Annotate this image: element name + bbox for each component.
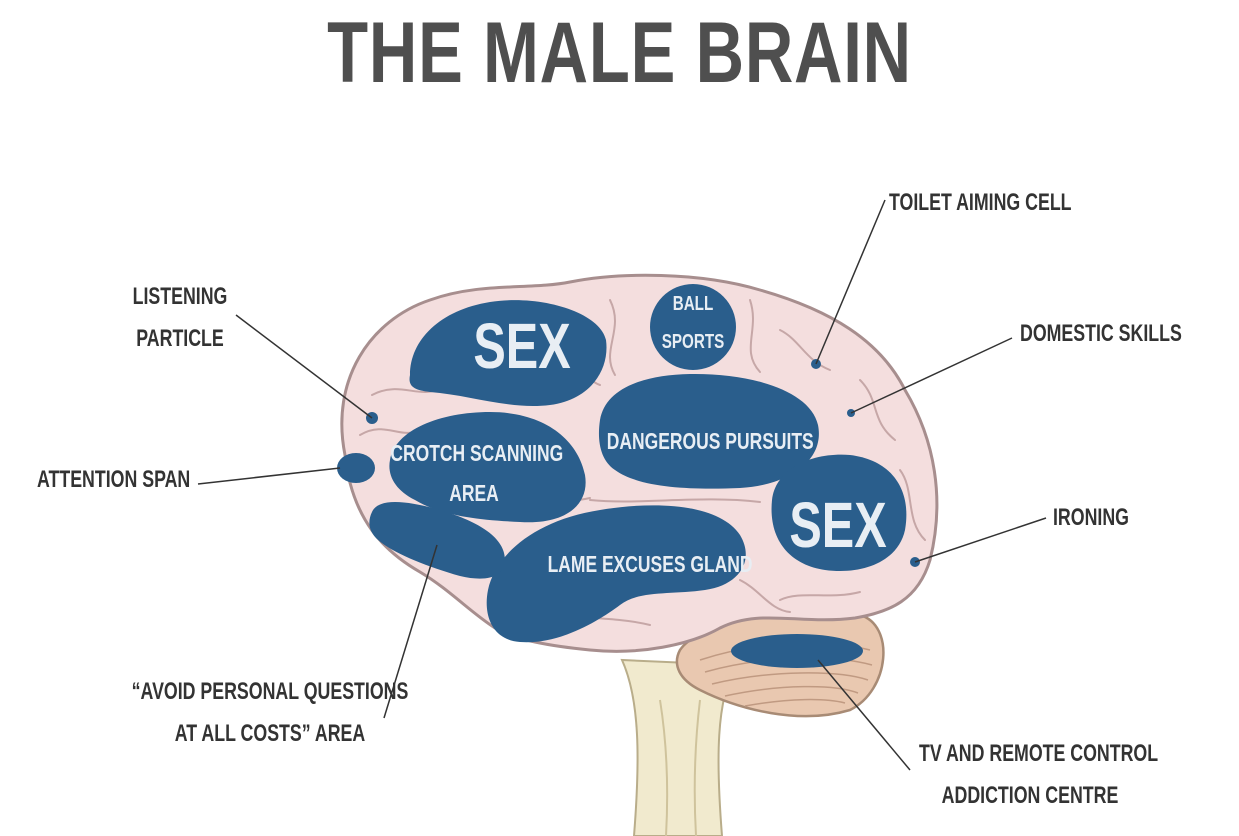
label-avoid-line2: AT ALL COSTS” AREA: [174, 720, 366, 747]
region-crotch-scanning: [389, 412, 586, 523]
leader-ironing: [914, 517, 1047, 563]
region-tv-remote: [731, 634, 863, 668]
label-avoid-line1: “AVOID PERSONAL QUESTIONS: [131, 678, 409, 705]
label-tv-remote-line2: ADDICTION CENTRE: [941, 782, 1119, 809]
leader-domestic-skills: [850, 337, 1013, 414]
label-attention-span: ATTENTION SPAN: [37, 466, 191, 493]
leader-toilet-aiming: [815, 199, 886, 365]
region-sex-right: [771, 454, 907, 572]
region-dangerous-pursuits-label: DANGEROUS PURSUITS: [606, 428, 814, 454]
label-ironing: IRONING: [1053, 504, 1129, 531]
label-tv-remote-line1: TV AND REMOTE CONTROL: [919, 740, 1159, 767]
region-crotch-scanning-line1: CROTCH SCANNING: [390, 440, 564, 466]
region-sex-top-label: SEX: [473, 310, 571, 382]
page-title: THE MALE BRAIN: [327, 5, 912, 101]
region-ball-sports-line2: SPORTS: [661, 331, 725, 353]
label-listening-line1: LISTENING: [132, 283, 228, 310]
label-domestic-skills: DOMESTIC SKILLS: [1020, 320, 1182, 347]
leader-listening-particle: [235, 314, 373, 419]
leader-attention-span: [197, 467, 341, 485]
region-sex-right-label: SEX: [789, 489, 887, 561]
region-sex-top: [409, 300, 607, 407]
region-lame-excuses: [486, 505, 746, 643]
region-crotch-scanning-line2: AREA: [449, 480, 499, 506]
label-toilet-aiming: TOILET AIMING CELL: [889, 189, 1072, 216]
region-ball-sports: [650, 284, 736, 370]
leader-tv-remote: [817, 659, 911, 771]
leader-avoid-personal: [383, 544, 438, 719]
region-attention-span: [337, 453, 375, 483]
region-dangerous-pursuits: [598, 373, 819, 489]
region-ball-sports-line1: BALL: [672, 293, 714, 315]
region-lame-excuses-label: LAME EXCUSES GLAND: [547, 551, 753, 577]
label-listening-line2: PARTICLE: [136, 325, 224, 352]
region-avoid-personal: [369, 502, 505, 579]
